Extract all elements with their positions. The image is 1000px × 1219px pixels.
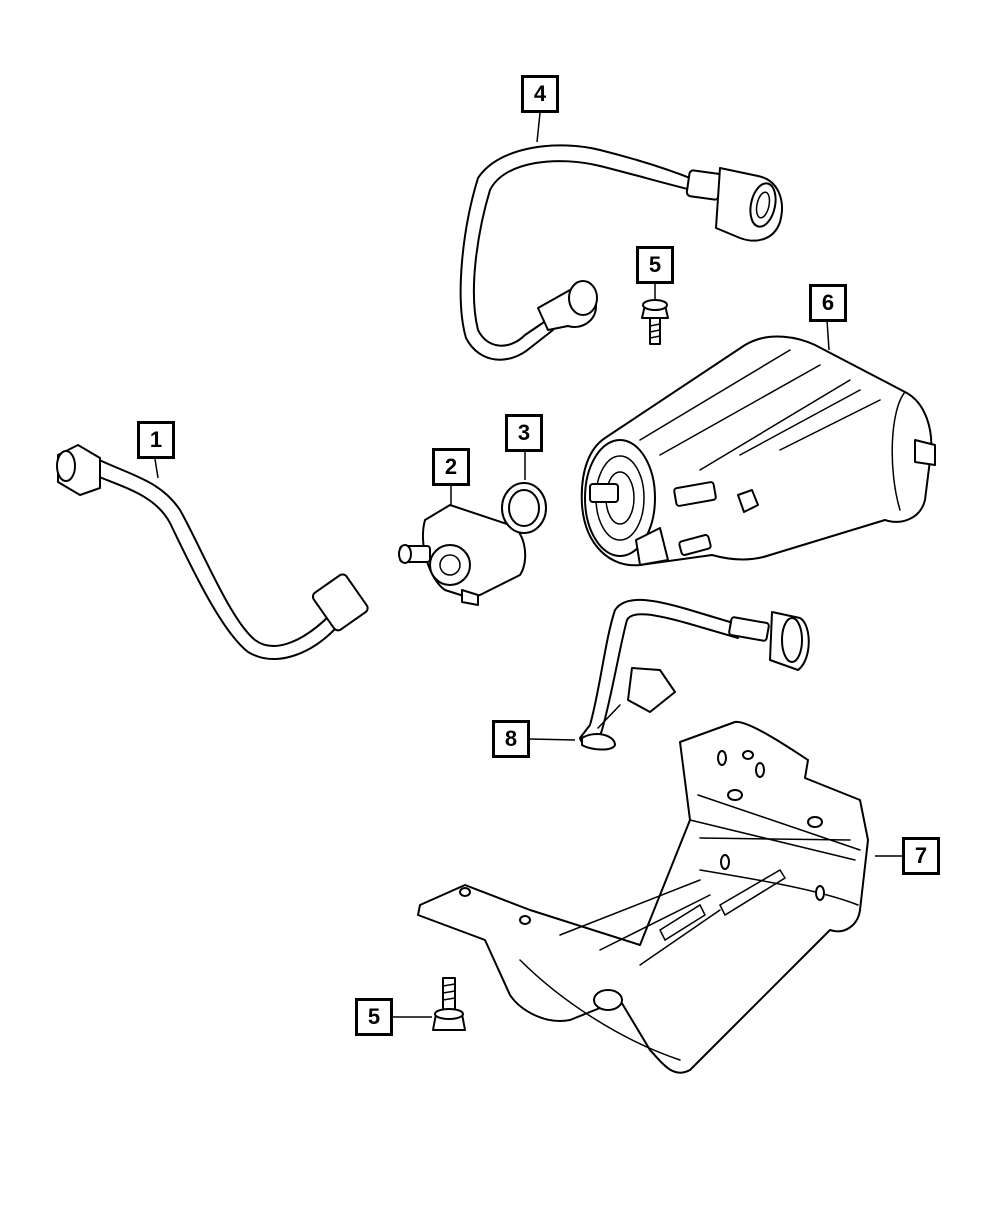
callout-4: 4 [521, 75, 559, 113]
part-6-canister [580, 335, 936, 567]
callout-7: 7 [902, 837, 940, 875]
part-1-hose [56, 444, 369, 660]
part-7-bracket [417, 720, 869, 1074]
callout-2: 2 [432, 448, 470, 486]
callout-6: 6 [809, 284, 847, 322]
callout-3: 3 [505, 414, 543, 452]
callout-8: 8 [492, 720, 530, 758]
part-5-bolt-lower [432, 977, 466, 1031]
callout-5-upper: 5 [636, 246, 674, 284]
callout-5-lower: 5 [355, 998, 393, 1036]
part-3-o-ring [501, 482, 547, 534]
part-5-bolt-upper [641, 299, 669, 345]
part-4-hose [459, 144, 783, 361]
part-2-valve [398, 504, 527, 606]
leader-lines [154, 112, 902, 1018]
callout-1: 1 [137, 421, 175, 459]
part-8-tube [579, 598, 810, 751]
